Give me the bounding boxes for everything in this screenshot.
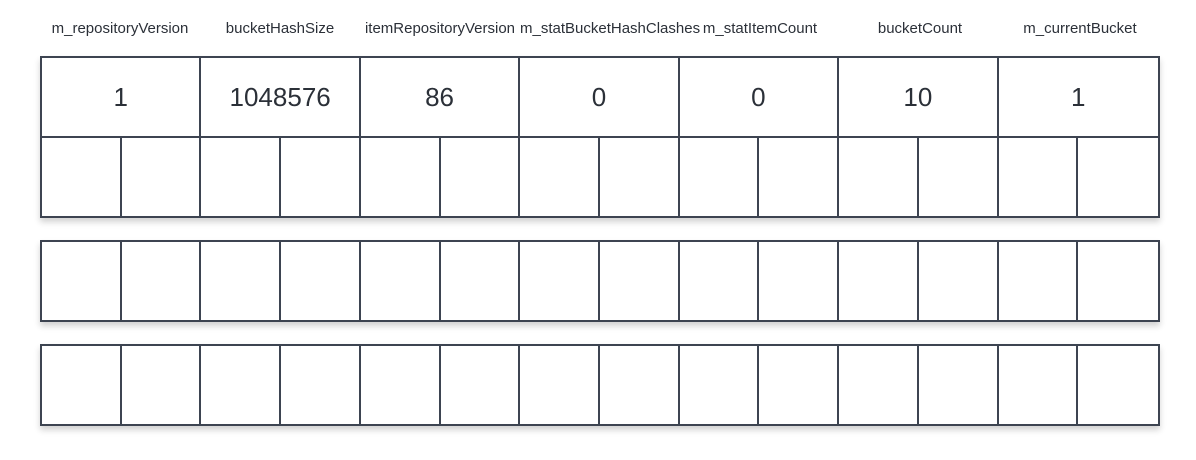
byte-cell-row bbox=[42, 242, 1158, 320]
byte-cell bbox=[520, 138, 601, 216]
memory-row-block bbox=[40, 344, 1160, 426]
byte-cell bbox=[281, 138, 361, 216]
field-value-cell: 0 bbox=[520, 58, 680, 136]
byte-cell bbox=[42, 242, 122, 320]
field-value-cell: 1 bbox=[42, 58, 202, 136]
header-fields-block: 1 1048576 86 0 0 10 1 bbox=[40, 56, 1160, 218]
byte-cell bbox=[441, 138, 521, 216]
field-value-cell: 86 bbox=[361, 58, 521, 136]
byte-cell bbox=[1078, 138, 1158, 216]
byte-cell bbox=[919, 138, 999, 216]
byte-cell bbox=[122, 138, 202, 216]
byte-cell bbox=[361, 346, 441, 424]
byte-cell bbox=[201, 138, 282, 216]
field-value-cell: 1 bbox=[1071, 81, 1086, 112]
byte-cell bbox=[999, 242, 1079, 320]
field-name-header-row: m_repositoryVersion bucketHashSize itemR… bbox=[40, 18, 1160, 40]
field-name-label: m_currentBucket bbox=[1023, 20, 1137, 37]
byte-cell bbox=[999, 138, 1079, 216]
byte-cell bbox=[122, 242, 202, 320]
byte-cell bbox=[680, 346, 760, 424]
byte-cell bbox=[1078, 346, 1158, 424]
byte-cell bbox=[42, 138, 122, 216]
field-value-row: 1 1048576 86 0 0 10 1 bbox=[42, 58, 1158, 138]
byte-cell bbox=[680, 242, 760, 320]
byte-cell bbox=[122, 346, 202, 424]
byte-cell bbox=[919, 346, 999, 424]
byte-cell bbox=[919, 242, 999, 320]
byte-cell-row bbox=[42, 138, 1158, 216]
byte-cell bbox=[600, 242, 680, 320]
byte-cell bbox=[520, 242, 601, 320]
byte-cell bbox=[839, 346, 919, 424]
field-name-label: m_statBucketHashClashes bbox=[520, 20, 701, 37]
byte-cell bbox=[600, 138, 680, 216]
byte-cell bbox=[361, 242, 441, 320]
byte-cell bbox=[1078, 242, 1158, 320]
byte-cell bbox=[281, 242, 361, 320]
field-value-cell: 10 bbox=[839, 58, 999, 136]
byte-cell bbox=[441, 346, 521, 424]
field-value-cell: 0 bbox=[680, 58, 840, 136]
field-value-cell: 1048576 bbox=[201, 58, 361, 136]
field-name-label: m_statItemCount bbox=[702, 20, 818, 37]
byte-cell bbox=[839, 242, 919, 320]
byte-cell bbox=[999, 346, 1079, 424]
byte-cell bbox=[361, 138, 441, 216]
field-name-label: bucketHashSize bbox=[225, 20, 335, 37]
byte-cell bbox=[759, 242, 840, 320]
byte-cell bbox=[441, 242, 521, 320]
byte-cell bbox=[201, 242, 282, 320]
byte-cell bbox=[759, 346, 840, 424]
byte-cell bbox=[201, 346, 282, 424]
field-name-label: itemRepositoryVersion bbox=[364, 20, 516, 37]
byte-cell bbox=[281, 346, 361, 424]
byte-cell bbox=[520, 346, 601, 424]
field-name-label: m_repositoryVersion bbox=[51, 20, 189, 37]
memory-row-block bbox=[40, 240, 1160, 322]
byte-cell bbox=[680, 138, 760, 216]
field-name-label: bucketCount bbox=[877, 20, 963, 37]
byte-cell-row bbox=[42, 346, 1158, 424]
byte-cell bbox=[839, 138, 919, 216]
byte-cell bbox=[759, 138, 840, 216]
byte-cell bbox=[600, 346, 680, 424]
byte-cell bbox=[42, 346, 122, 424]
